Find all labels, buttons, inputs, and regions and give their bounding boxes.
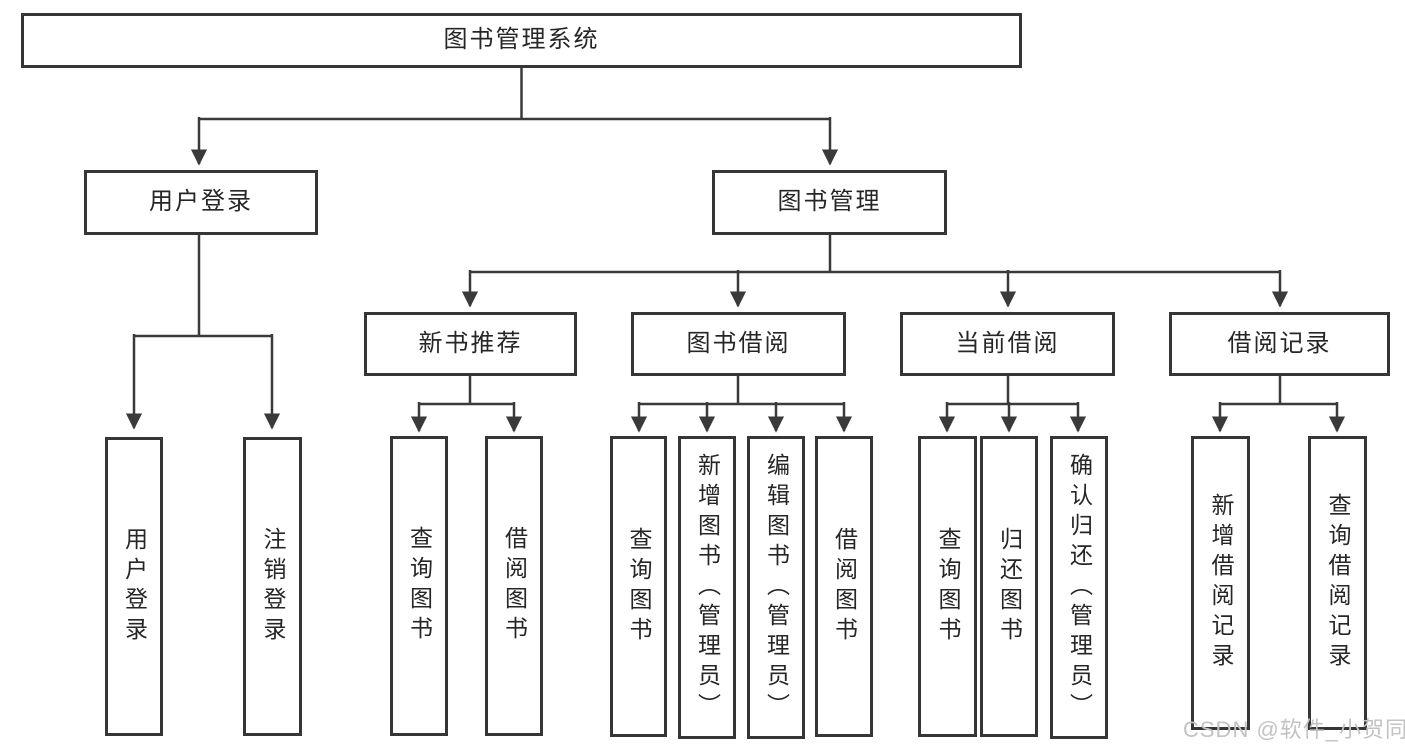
- node-book-management: 图书管理: [712, 170, 947, 235]
- node-bb-query-books: 查询图书: [610, 436, 667, 737]
- connector-new-book-recommend-children: [410, 374, 523, 433]
- node-nb-query-books: 查询图书: [390, 436, 448, 736]
- node-bb-edit-books-admin: 编辑图书（管理员）: [747, 436, 805, 739]
- node-new-book-recommend: 新书推荐: [364, 312, 577, 376]
- node-cb-confirm-return-admin: 确认归还（管理员）: [1050, 436, 1108, 739]
- connector-root-to-level2: [190, 66, 839, 166]
- node-bb-borrow-books: 借阅图书: [815, 436, 873, 737]
- node-cb-query-books: 查询图书: [918, 436, 977, 737]
- node-current-borrow: 当前借阅: [900, 312, 1115, 376]
- node-logout: 注销登录: [243, 437, 302, 736]
- node-br-query-record: 查询借阅记录: [1308, 436, 1367, 730]
- node-cb-return-books: 归还图书: [980, 436, 1038, 737]
- node-borrow-records: 借阅记录: [1169, 312, 1390, 376]
- node-user-login: 用户登录: [84, 170, 318, 235]
- node-library-system: 图书管理系统: [21, 13, 1022, 68]
- node-bb-add-books-admin: 新增图书（管理员）: [678, 436, 736, 739]
- connector-current-borrow-children: [938, 374, 1087, 433]
- connector-user-login-children: [125, 233, 281, 430]
- connector-book-management-children: [461, 233, 1289, 308]
- node-br-add-record: 新增借阅记录: [1191, 436, 1250, 730]
- watermark: CSDN @软件_小贺同学: [1183, 717, 1405, 742]
- node-login: 用户登录: [105, 437, 163, 736]
- node-book-borrow: 图书借阅: [631, 312, 846, 376]
- connector-book-borrow-children: [630, 374, 853, 433]
- connector-borrow-records-children: [1211, 374, 1346, 433]
- node-nb-borrow-books: 借阅图书: [485, 436, 543, 736]
